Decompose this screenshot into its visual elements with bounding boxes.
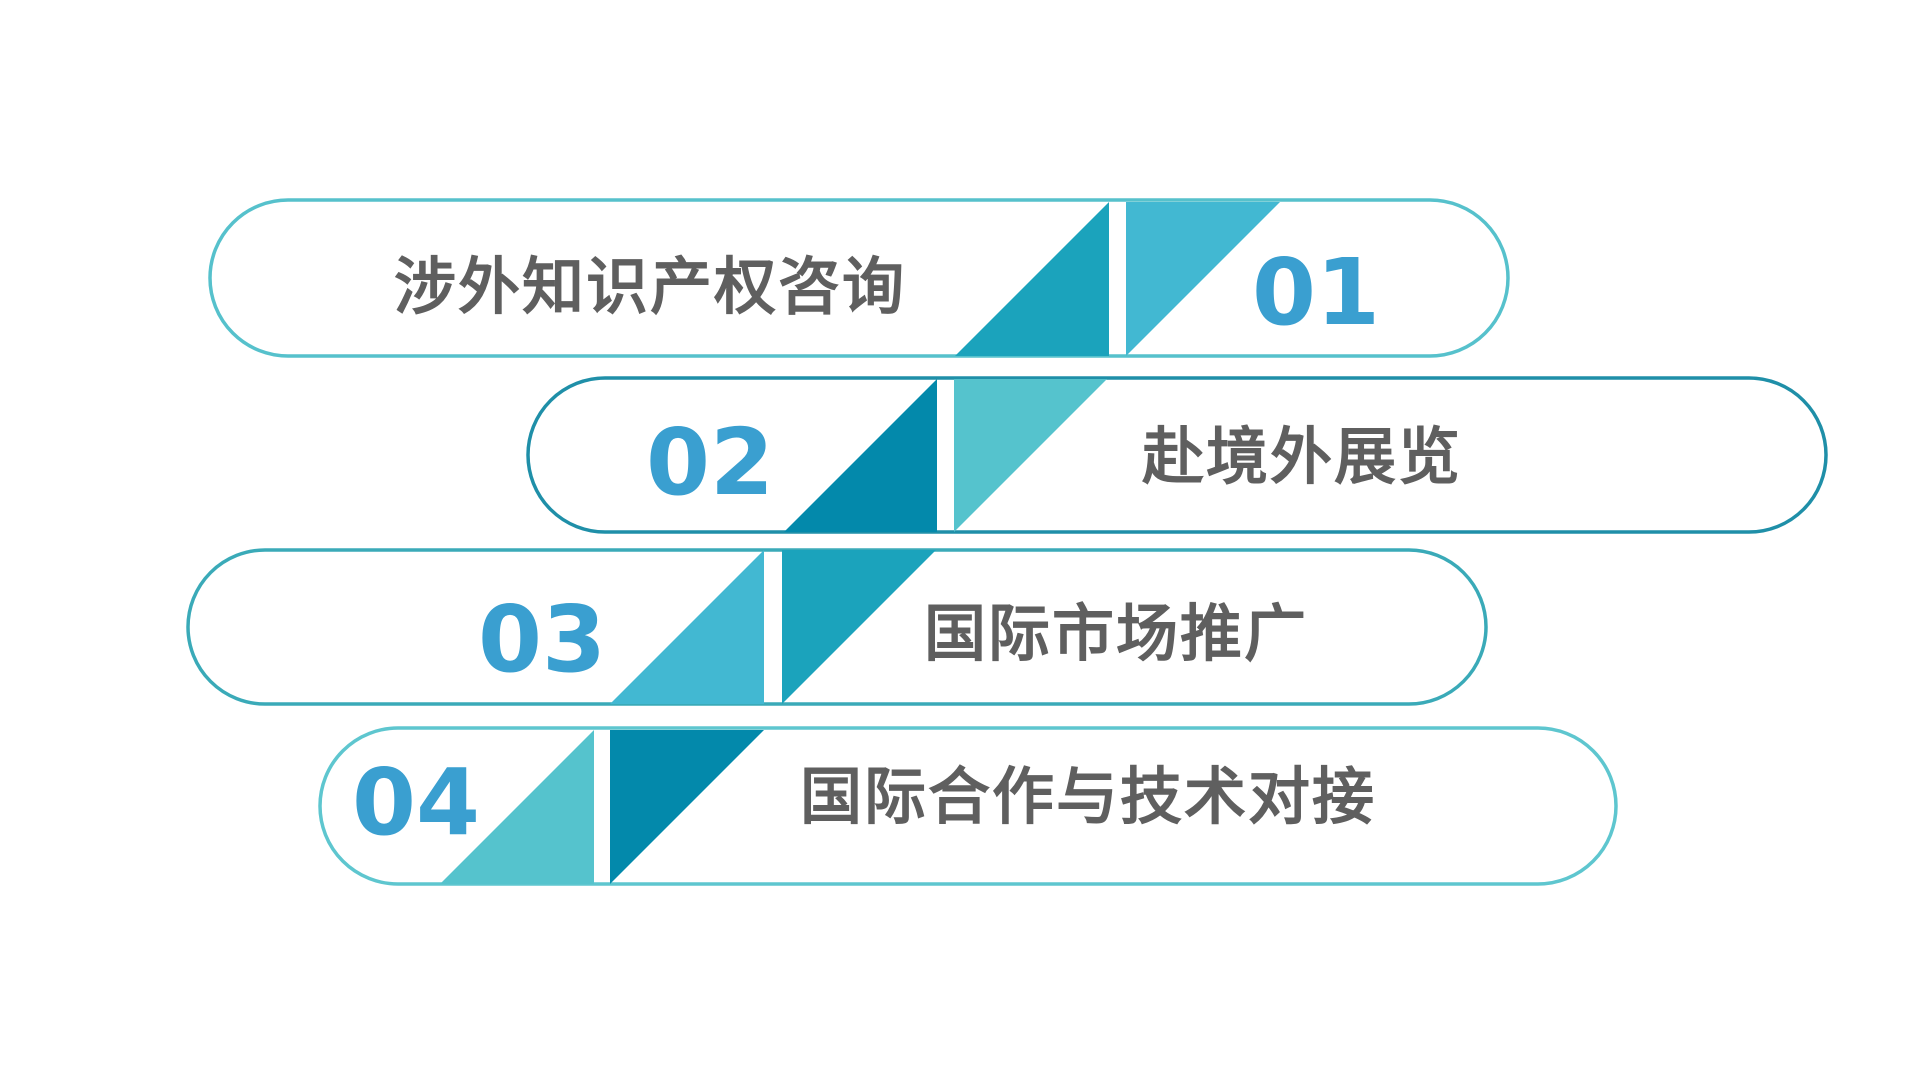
step-01-label: 涉外知识产权咨询	[394, 250, 906, 323]
step-04-triangle-right	[610, 730, 764, 884]
step-02-label: 赴境外展览	[1141, 420, 1462, 493]
step-04-number: 04	[352, 749, 480, 856]
step-02-triangle-right	[954, 379, 1107, 532]
step-03-label: 国际市场推广	[924, 597, 1308, 670]
step-04-triangle-left	[440, 730, 594, 884]
step-03-number: 03	[478, 586, 606, 693]
step-01-triangle-right	[1126, 202, 1280, 356]
step-01: 涉外知识产权咨询 01	[208, 198, 1510, 358]
step-04-label: 国际合作与技术对接	[800, 760, 1376, 833]
step-02-number: 02	[646, 409, 774, 516]
step-02: 赴境外展览 02	[526, 376, 1828, 534]
step-03-triangle-right	[782, 550, 936, 704]
step-04: 国际合作与技术对接 04	[318, 726, 1618, 886]
step-03: 国际市场推广 03	[186, 548, 1488, 706]
step-03-triangle-left	[610, 550, 764, 704]
step-01-number: 01	[1252, 239, 1380, 346]
step-02-triangle-left	[784, 379, 937, 532]
step-01-triangle-left	[955, 202, 1109, 356]
